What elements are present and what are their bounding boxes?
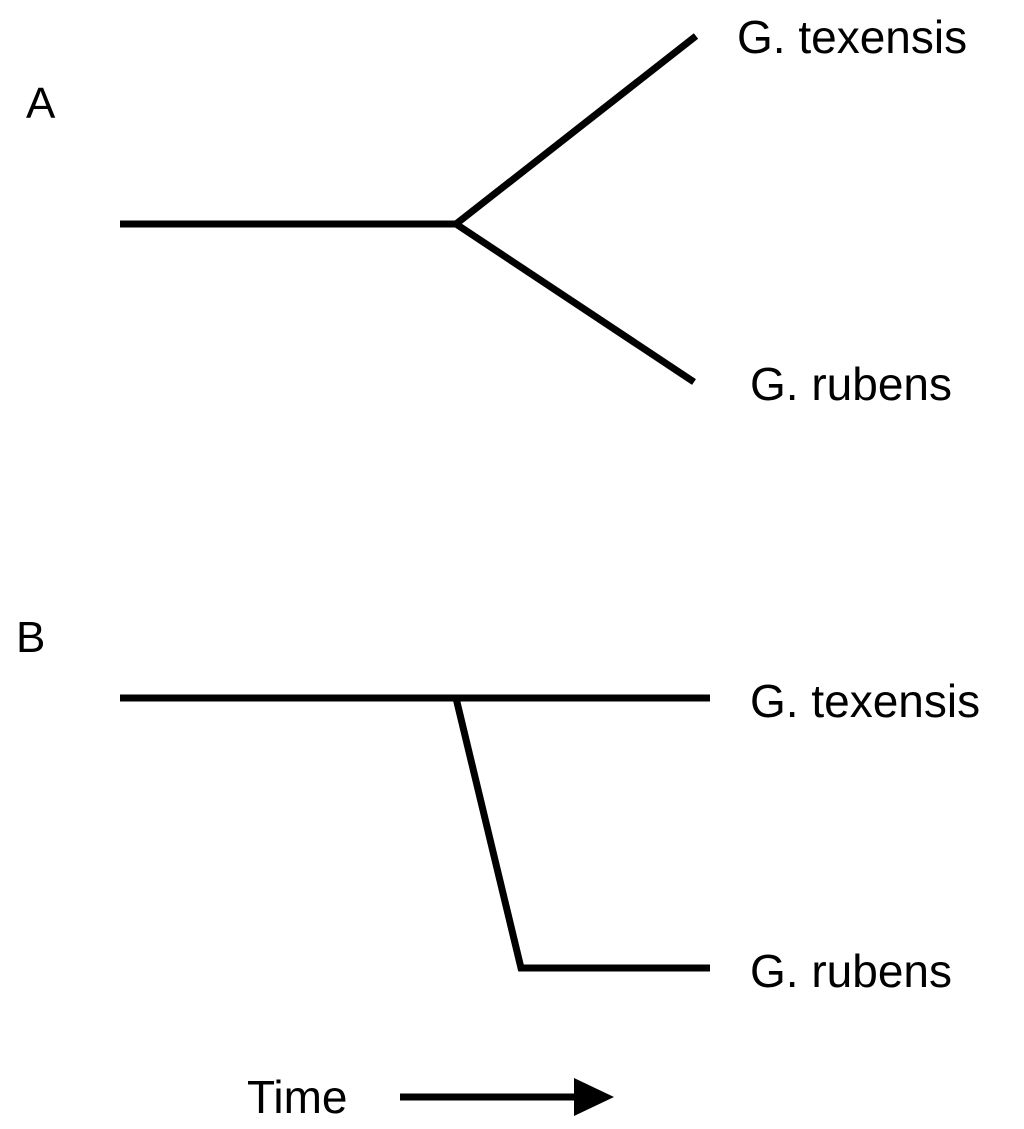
panel-b-branch-rubens	[452, 697, 710, 972]
time-arrow-head-icon	[574, 1078, 614, 1116]
panel-a-branch-texensis	[453, 33, 699, 227]
time-axis-label: Time	[247, 1071, 348, 1123]
panel-a-branch-rubens	[454, 221, 696, 385]
panel-b: B G. texensis G. rubens	[16, 613, 980, 997]
panel-b-taxon-rubens: G. rubens	[750, 945, 952, 997]
panel-b-taxon-texensis: G. texensis	[750, 675, 980, 727]
panel-a-label: A	[26, 79, 56, 128]
time-axis: Time	[247, 1071, 614, 1123]
panel-a-taxon-texensis: G. texensis	[737, 11, 967, 63]
panel-a: A G. texensis G. rubens	[26, 11, 967, 410]
panel-a-taxon-rubens: G. rubens	[750, 358, 952, 410]
panel-b-label: B	[16, 613, 45, 662]
